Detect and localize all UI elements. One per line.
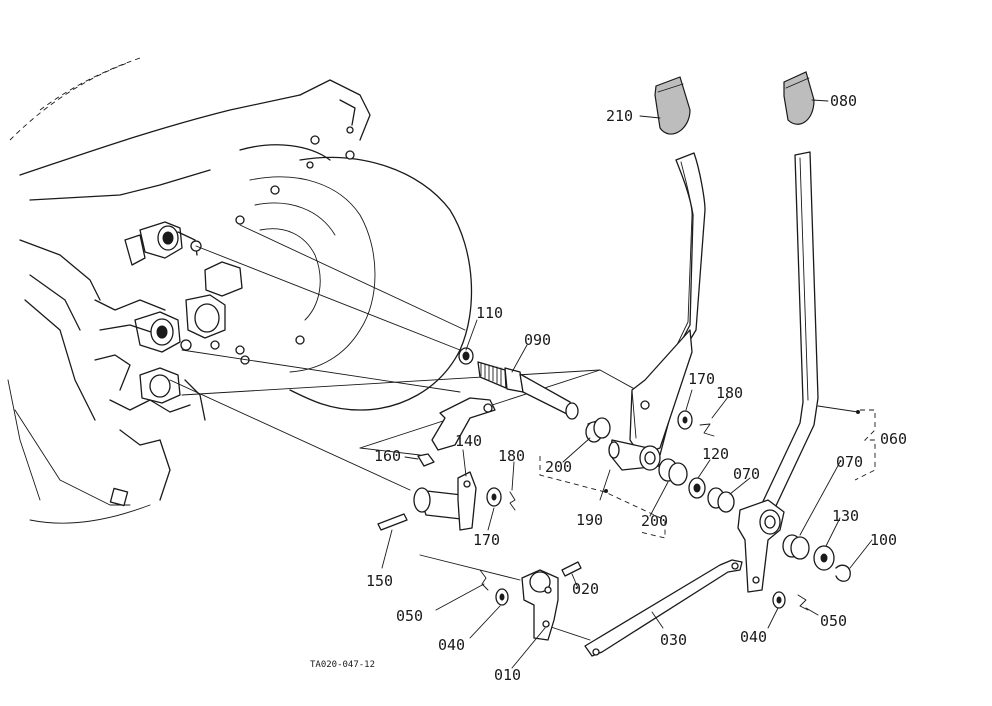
leader-lines	[381, 99, 873, 669]
callout-150: 150	[366, 572, 393, 590]
callout-200-lower: 200	[641, 512, 668, 530]
lever-210-assembly	[629, 76, 706, 456]
callout-040-left: 040	[438, 636, 465, 654]
callout-180-upper: 180	[716, 384, 743, 402]
pin-050-left	[479, 569, 489, 591]
callout-160: 160	[374, 447, 401, 465]
lever-bracket-210	[629, 329, 693, 456]
callout-060: 060	[880, 430, 907, 448]
callout-090: 090	[524, 331, 551, 349]
callout-labels: 210 080 110 090 170 180 140 160 180 200 …	[310, 92, 907, 684]
callout-050-left: 050	[396, 607, 423, 625]
lever-080-assembly	[737, 71, 851, 611]
pin-020	[561, 561, 582, 577]
callout-170-lower: 170	[473, 531, 500, 549]
lower-linkage	[479, 559, 743, 657]
callout-130: 130	[832, 507, 859, 525]
callout-190: 190	[576, 511, 603, 529]
callout-040-right: 040	[740, 628, 767, 646]
shaft-090	[458, 347, 579, 420]
bellcrank-140-assembly	[377, 397, 516, 531]
pin-150	[377, 513, 408, 531]
callout-030: 030	[660, 631, 687, 649]
pin-160	[417, 453, 435, 467]
callout-070-left: 070	[733, 465, 760, 483]
drawing-code: TA020-047-12	[310, 660, 375, 670]
center-parts	[585, 410, 735, 513]
callout-050-right: 050	[820, 612, 847, 630]
callout-020: 020	[572, 580, 599, 598]
callout-210: 210	[606, 107, 633, 125]
callout-170-upper: 170	[688, 370, 715, 388]
callout-110: 110	[476, 304, 503, 322]
lever-knob-080	[783, 71, 815, 125]
group-brackets	[539, 405, 876, 539]
lever-knob-210	[654, 76, 691, 135]
pin-050-right	[797, 594, 809, 611]
transmission-housing	[7, 57, 473, 524]
clip-100	[835, 564, 851, 582]
pin-180-lower	[509, 491, 516, 511]
pin-180-upper	[699, 423, 715, 437]
callout-100: 100	[870, 531, 897, 549]
alignment-lines	[169, 224, 641, 641]
callout-080: 080	[830, 92, 857, 110]
callout-120: 120	[702, 445, 729, 463]
callout-070-right: 070	[836, 453, 863, 471]
callout-140: 140	[455, 432, 482, 450]
callout-010: 010	[494, 666, 521, 684]
callout-200-upper: 200	[545, 458, 572, 476]
lever-arm-060	[757, 151, 819, 513]
arm-140	[457, 471, 477, 531]
callout-180-lower: 180	[498, 447, 525, 465]
